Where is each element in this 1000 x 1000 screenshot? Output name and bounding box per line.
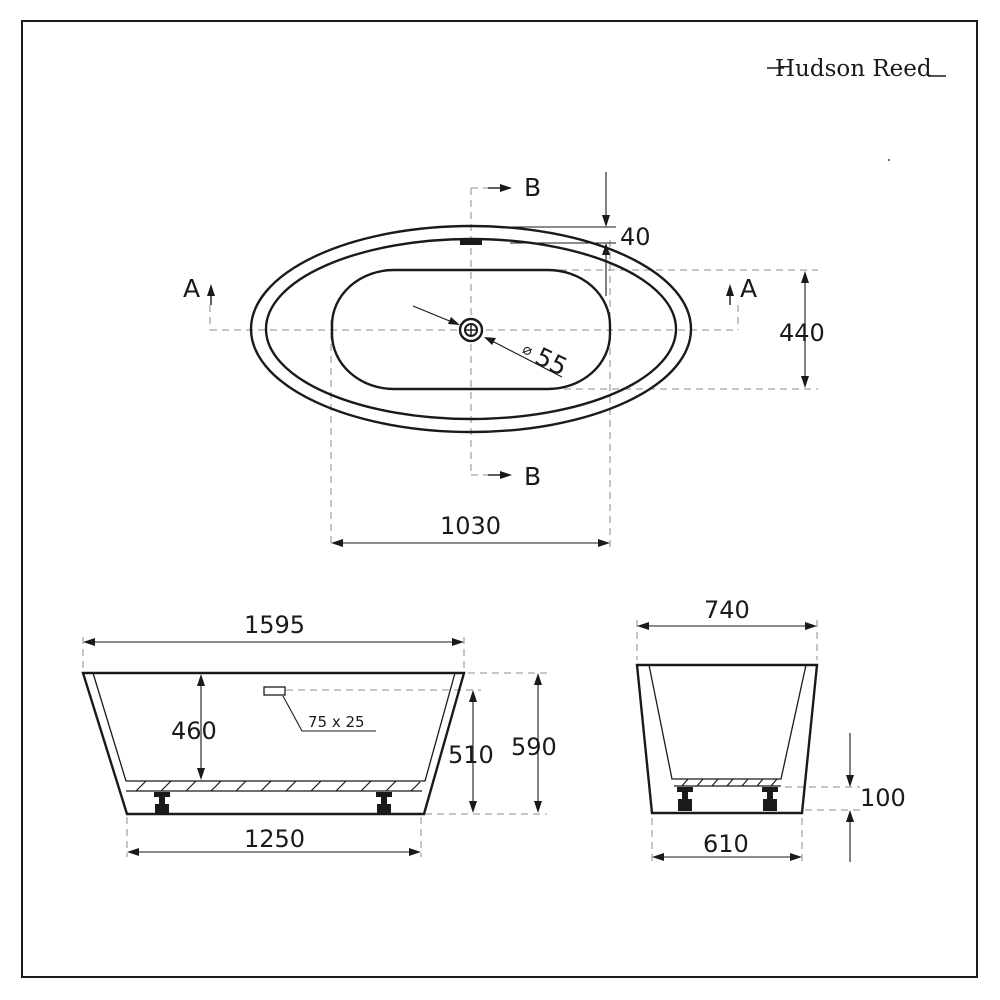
waste-outlet bbox=[458, 317, 484, 343]
section-a-marker-right: A bbox=[726, 274, 757, 305]
dimension-overall-length: 1595 bbox=[83, 611, 464, 646]
end-foot-left bbox=[677, 787, 693, 811]
dimension-feet-height: 100 bbox=[846, 733, 906, 862]
side-base-hatch bbox=[135, 780, 421, 792]
waste-diameter-label: ⌀ 55 bbox=[520, 340, 572, 382]
dimension-overflow-height: 510 bbox=[448, 690, 494, 813]
overflow-slot bbox=[460, 239, 482, 245]
dim-rim-offset-text: 40 bbox=[620, 223, 651, 251]
waste-diameter-value: 55 bbox=[531, 342, 572, 382]
dimension-base-width: 610 bbox=[652, 830, 802, 861]
side-foot-left bbox=[154, 792, 170, 813]
tub-outer-rim bbox=[249, 224, 693, 434]
dim-overall-height-text: 590 bbox=[511, 733, 557, 761]
dim-base-length-text: 1250 bbox=[244, 825, 305, 853]
tub-basin-outline bbox=[330, 268, 612, 391]
side-overflow bbox=[263, 686, 286, 696]
dim-inner-length-text: 1030 bbox=[440, 512, 501, 540]
dimension-base-length: 1250 bbox=[127, 825, 421, 856]
section-b-marker-bottom: B bbox=[488, 462, 541, 491]
end-view: 740 100 610 bbox=[635, 596, 906, 862]
end-base-hatch bbox=[681, 778, 778, 787]
side-view: 75 x 25 1595 460 510 590 bbox=[81, 611, 557, 857]
dimension-inner-depth: 460 bbox=[171, 674, 217, 780]
dim-feet-height-text: 100 bbox=[860, 784, 906, 812]
stray-dot bbox=[888, 159, 890, 161]
end-inner-wall bbox=[648, 664, 807, 780]
side-foot-right bbox=[376, 792, 392, 813]
dimension-inner-length: 1030 bbox=[331, 512, 610, 547]
dimension-overall-height: 590 bbox=[511, 673, 557, 813]
section-a-marker-left: A bbox=[183, 274, 215, 305]
dim-inner-depth-text: 460 bbox=[171, 717, 217, 745]
brand-logo-text: Hudson Reed bbox=[775, 56, 932, 82]
dim-base-width-text: 610 bbox=[703, 830, 749, 858]
end-body-outline bbox=[635, 663, 819, 815]
section-b-label-bottom: B bbox=[524, 462, 541, 491]
drawing-frame bbox=[21, 20, 978, 978]
side-body-outline bbox=[81, 671, 466, 816]
side-inner-wall bbox=[92, 672, 456, 782]
dim-overflow-height-text: 510 bbox=[448, 741, 494, 769]
section-a-label-left: A bbox=[183, 274, 200, 303]
dimension-overall-width: 740 bbox=[637, 596, 817, 630]
brand-logo: Hudson Reed bbox=[767, 56, 946, 82]
overflow-size-label: 75 x 25 bbox=[308, 713, 365, 731]
end-foot-right bbox=[762, 787, 778, 811]
dim-inner-width-text: 440 bbox=[779, 319, 825, 347]
dimension-inner-width: 440 bbox=[779, 271, 825, 388]
dim-overall-width-text: 740 bbox=[704, 596, 750, 624]
diameter-symbol: ⌀ bbox=[520, 340, 536, 360]
section-a-label-right: A bbox=[740, 274, 757, 303]
section-b-label-top: B bbox=[524, 173, 541, 202]
plan-view: ⌀ 55 A A B B bbox=[183, 172, 825, 548]
section-b-marker-top: B bbox=[488, 173, 541, 202]
dimension-rim-offset: 40 bbox=[482, 172, 651, 296]
dim-overall-length-text: 1595 bbox=[244, 611, 305, 639]
